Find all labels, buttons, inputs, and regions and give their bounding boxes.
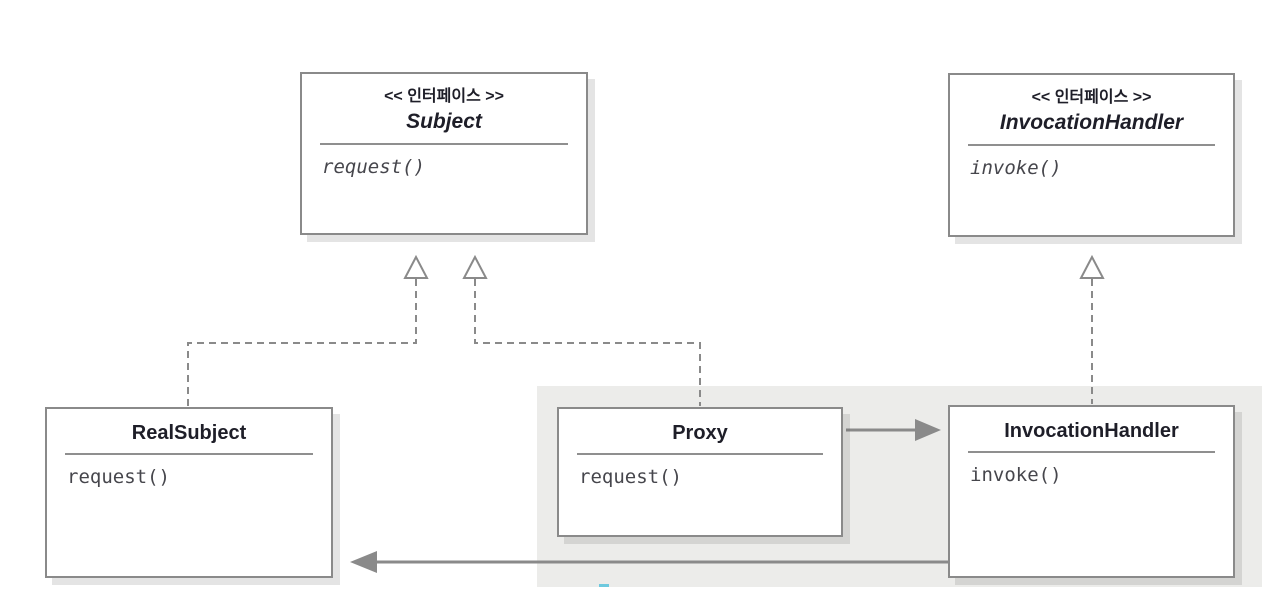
realization-arrow-handler-to-interface (1079, 254, 1105, 404)
attribute-separator (65, 453, 313, 455)
real-subject-class-box: RealSubject request() (45, 407, 333, 578)
method-label: request() (322, 156, 425, 178)
method-label: invoke() (970, 464, 1062, 486)
attribute-separator (968, 144, 1215, 146)
teal-text-fragment (599, 584, 609, 587)
subject-interface-box: << 인터페이스 >> Subject request() (300, 72, 588, 235)
invocation-handler-interface-box: << 인터페이스 >> InvocationHandler invoke() (948, 73, 1235, 237)
method-label: request() (579, 466, 682, 488)
proxy-class-box: Proxy request() (557, 407, 843, 537)
class-name-label: Proxy (672, 422, 728, 444)
stereotype-label: << 인터페이스 >> (384, 88, 504, 105)
class-name-label: Subject (406, 110, 482, 133)
attribute-separator (968, 451, 1215, 453)
invocation-handler-class-box: InvocationHandler invoke() (948, 405, 1235, 578)
attribute-separator (577, 453, 823, 455)
class-name-label: InvocationHandler (1004, 420, 1179, 442)
realization-arrow-realsubject-to-subject (187, 254, 429, 406)
method-label: invoke() (970, 157, 1062, 179)
attribute-separator (320, 143, 568, 145)
class-name-label: RealSubject (131, 422, 247, 444)
stereotype-label: << 인터페이스 >> (1031, 89, 1152, 106)
class-name-label: InvocationHandler (999, 111, 1184, 134)
realization-arrow-proxy-to-subject (462, 254, 701, 406)
method-label: request() (67, 466, 170, 488)
